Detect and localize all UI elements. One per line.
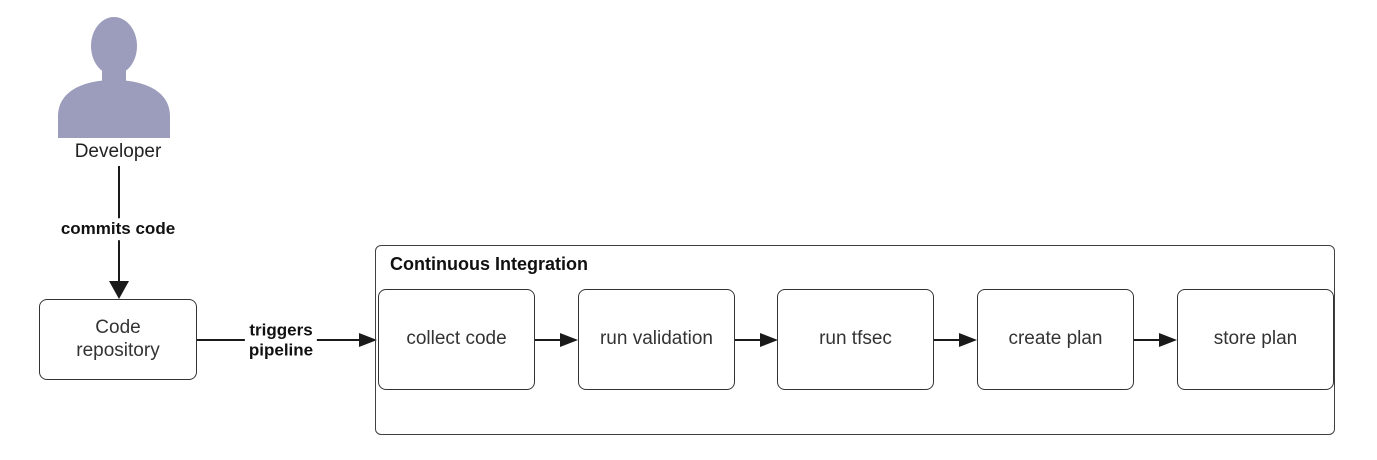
node-label: store plan: [1213, 328, 1298, 350]
node-create-plan: create plan: [977, 289, 1134, 390]
node-label: collect code: [406, 328, 507, 350]
ci-container: Continuous Integration: [375, 245, 1335, 435]
arrowhead-down-icon: [109, 281, 129, 299]
arrowhead-right-icon: [560, 333, 578, 347]
arrowhead-right-icon: [959, 333, 977, 347]
node-store-plan: store plan: [1177, 289, 1334, 390]
arrowhead-right-icon: [359, 333, 377, 347]
node-run-tfsec: run tfsec: [777, 289, 934, 390]
node-code-repository: Code repository: [39, 299, 197, 380]
person-icon: [58, 17, 170, 138]
step-arrow-line: [934, 339, 959, 341]
step-arrow-line: [1134, 339, 1159, 341]
arrowhead-right-icon: [1159, 333, 1177, 347]
node-label: Code repository: [76, 316, 160, 361]
actor-label: Developer: [74, 141, 162, 162]
step-arrow-line: [535, 339, 560, 341]
node-collect-code: collect code: [378, 289, 535, 390]
person-head: [91, 17, 137, 75]
edge-label-triggers-pipeline: triggers pipeline: [244, 319, 318, 361]
node-label: create plan: [1008, 328, 1103, 350]
person-shoulders: [58, 80, 170, 138]
node-label: run validation: [599, 328, 714, 350]
node-label: run tfsec: [819, 328, 892, 350]
step-arrow-line: [735, 339, 760, 341]
node-run-validation: run validation: [578, 289, 735, 390]
arrowhead-right-icon: [760, 333, 778, 347]
ci-container-title: Continuous Integration: [390, 254, 588, 274]
edge-label-commits-code: commits code: [56, 218, 180, 240]
